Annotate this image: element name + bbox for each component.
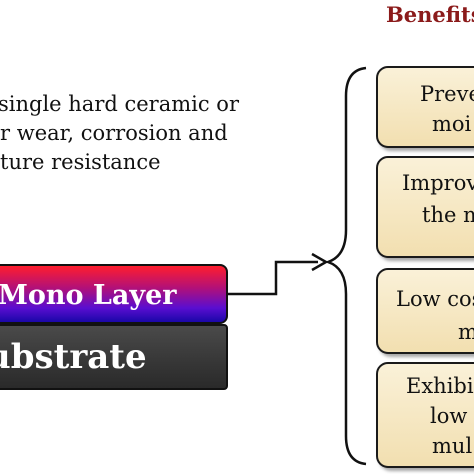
description-text: single hard ceramic or r wear, corrosion… <box>0 90 239 177</box>
benefit-text: Low cos <box>396 287 474 311</box>
benefit-text: Improv <box>402 171 474 195</box>
substrate-label: ubstrate <box>0 337 147 377</box>
description-line: single hard ceramic or <box>0 92 239 116</box>
benefit-text: mul <box>432 434 473 458</box>
benefit-text: Preve <box>420 82 474 106</box>
description-line: ture resistance <box>0 150 161 174</box>
description-line: r wear, corrosion and <box>0 121 228 145</box>
connector-arrow <box>228 260 318 296</box>
curly-brace <box>324 66 367 466</box>
benefit-box: Low cos m <box>376 268 474 354</box>
benefits-title: Benefits <box>386 2 474 27</box>
benefit-text: low <box>430 404 468 428</box>
benefit-box: Exhibi low mul <box>376 362 474 468</box>
benefit-box: Improv the m <box>376 156 474 258</box>
benefit-text: moi <box>432 112 472 136</box>
mono-layer-block: Mono Layer <box>0 264 228 324</box>
benefit-text: Exhibi <box>406 374 474 398</box>
benefit-text: the m <box>422 203 474 227</box>
substrate-block: ubstrate <box>0 324 228 390</box>
benefit-text: m <box>458 320 474 344</box>
benefit-box: Preve moi <box>376 66 474 148</box>
mono-layer-label: Mono Layer <box>0 280 177 311</box>
